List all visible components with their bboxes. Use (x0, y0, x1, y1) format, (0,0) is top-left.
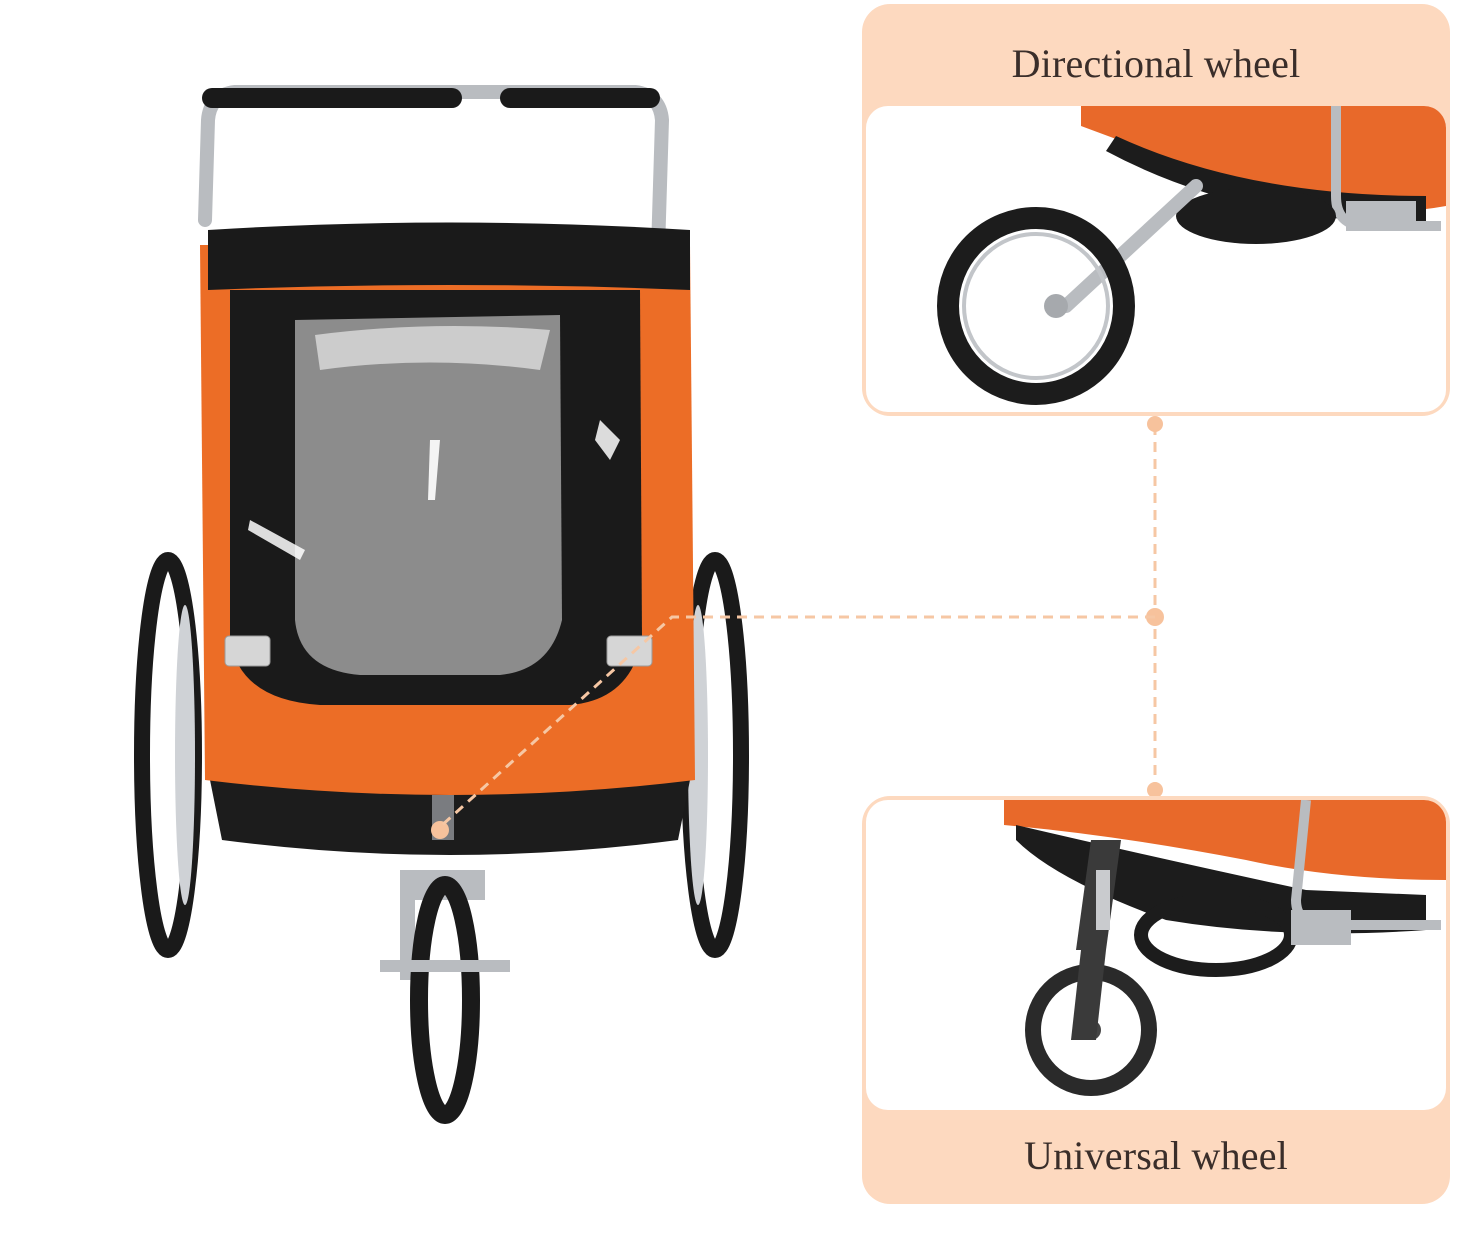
trailer-illustration (134, 85, 749, 1124)
callout-universal-wheel: Universal wheel (862, 796, 1450, 1204)
callout-directional-wheel: Directional wheel (862, 4, 1450, 416)
directional-wheel-illustration (937, 106, 1446, 405)
callout-title: Universal wheel (1023, 1133, 1288, 1178)
universal-wheel-illustration (1004, 800, 1446, 1096)
product-image-trailer-front (130, 80, 770, 1130)
universal-wheel-photo (866, 800, 1446, 1110)
directional-wheel-photo (866, 106, 1446, 412)
callout-title: Directional wheel (1011, 41, 1301, 86)
